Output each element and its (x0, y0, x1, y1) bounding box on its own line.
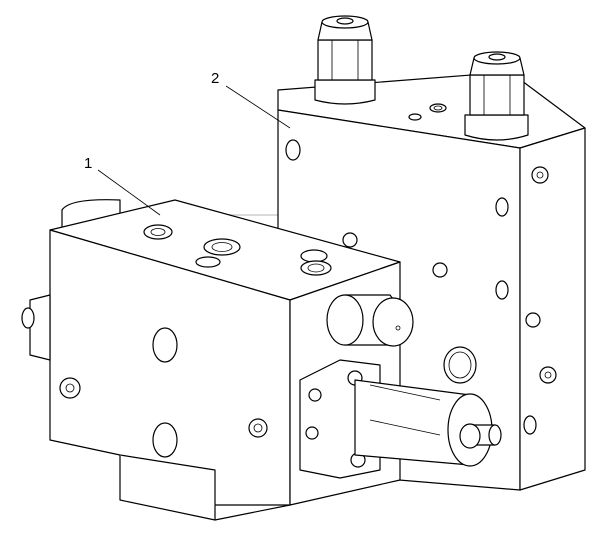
hex-fitting-left (314, 15, 376, 105)
valve-block-1 (21, 199, 401, 521)
callout-1: 1 (84, 155, 161, 216)
callout-2: 2 (211, 70, 291, 129)
callout-2-label: 2 (211, 70, 219, 87)
hex-fitting-right (464, 51, 529, 141)
solenoid-valve (299, 294, 502, 479)
callout-1-leader (97, 169, 161, 216)
callout-1-label: 1 (84, 155, 92, 172)
callout-2-leader (225, 85, 291, 129)
